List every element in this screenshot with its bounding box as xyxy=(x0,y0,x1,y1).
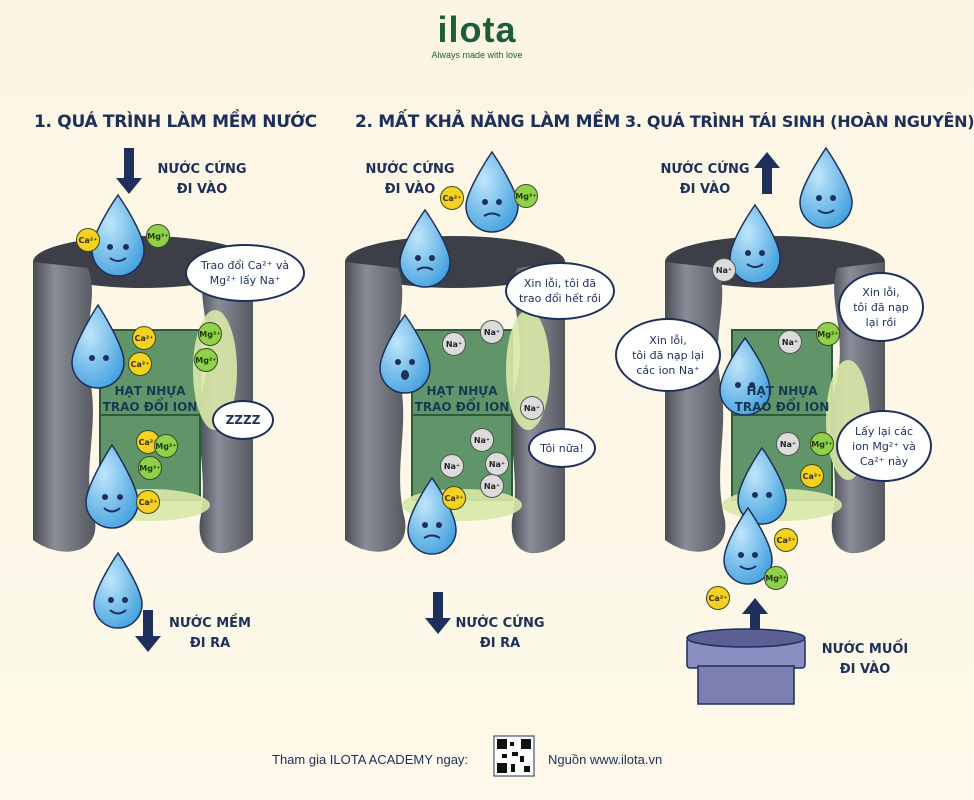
magnesium-ion: Mg²⁺ xyxy=(146,224,170,248)
footer-source-link[interactable]: Nguồn www.ilota.vn xyxy=(548,752,663,767)
panel-3-resin-label: HẠT NHỰA TRAO ĐỔI ION xyxy=(734,384,830,414)
down-arrow-icon xyxy=(425,592,451,634)
calcium-ion: Ca²⁺ xyxy=(440,186,464,210)
panel-3-outflow-label: NƯỚC MUỐI ĐI VÀO xyxy=(821,642,909,677)
magnesium-ion: Mg²⁺ xyxy=(810,432,834,456)
magnesium-ion: Mg²⁺ xyxy=(138,456,162,480)
brand-tagline: Always made with love xyxy=(431,50,523,60)
panel-2-title: 2. MẤT KHẢ NĂNG LÀM MỀM xyxy=(355,112,621,132)
panel-3-inflow-label: NƯỚC CỨNG ĐI VÀO xyxy=(660,162,750,197)
sodium-ion: Na⁺ xyxy=(778,330,802,354)
panel-1-resin-label: HẠT NHỰA TRAO ĐỔI ION xyxy=(102,384,198,414)
sodium-ion: Na⁺ xyxy=(776,432,800,456)
water-drop-icon xyxy=(799,146,853,229)
magnesium-ion: Mg²⁺ xyxy=(194,348,218,372)
calcium-ion: Ca²⁺ xyxy=(706,586,730,610)
sodium-ion: Na⁺ xyxy=(480,474,504,498)
calcium-ion: Ca²⁺ xyxy=(442,486,466,510)
panel-1-snore-bubble: ZZZZ xyxy=(212,400,274,440)
sodium-ion: Na⁺ xyxy=(485,452,509,476)
calcium-ion: Ca²⁺ xyxy=(800,464,824,488)
water-drop-icon xyxy=(399,208,451,288)
water-drop-icon xyxy=(719,336,771,416)
water-drop-icon xyxy=(407,476,457,555)
sodium-ion: Na⁺ xyxy=(440,454,464,478)
panel-3-recharged-bubble: Xin lỗi, tôi đã nạp lại rồi xyxy=(838,272,924,342)
panel-2-outflow-label: NƯỚC CỨNG ĐI RA xyxy=(455,616,545,651)
panel-2-me-too-bubble: Tôi nữa! xyxy=(528,428,596,468)
sodium-ion: Na⁺ xyxy=(712,258,736,282)
calcium-ion: Ca²⁺ xyxy=(774,528,798,552)
water-drop-icon xyxy=(723,506,773,585)
panel-1-speech-bubble: Trao đổi Ca²⁺ và Mg²⁺ lấy Na⁺ xyxy=(185,244,305,302)
panel-2-inflow-label: NƯỚC CỨNG ĐI VÀO xyxy=(365,162,455,197)
magnesium-ion: Mg²⁺ xyxy=(764,566,788,590)
brand-logo: ilota Always made with love xyxy=(0,9,954,61)
brand-name: ilota xyxy=(437,9,517,50)
sodium-ion: Na⁺ xyxy=(480,320,504,344)
down-arrow-icon xyxy=(116,148,142,194)
magnesium-ion: Mg²⁺ xyxy=(154,434,178,458)
magnesium-ion: Mg²⁺ xyxy=(198,322,222,346)
panel-3-recharged-na-bubble: Xin lỗi, tôi đã nạp lại các ion Na⁺ xyxy=(615,318,721,392)
water-drop-icon xyxy=(379,313,431,394)
calcium-ion: Ca²⁺ xyxy=(76,228,100,252)
sodium-ion: Na⁺ xyxy=(470,428,494,452)
up-arrow-icon xyxy=(742,598,768,640)
panel-1-outflow-label: NƯỚC MỀM ĐI RA xyxy=(169,616,251,651)
water-drop-icon xyxy=(91,193,145,277)
panel-1-title: 1. QUÁ TRÌNH LÀM MỀM NƯỚC xyxy=(34,112,317,132)
panel-2-resin-label: HẠT NHỰA TRAO ĐỔI ION xyxy=(414,384,510,414)
water-drop-icon xyxy=(93,551,143,629)
up-arrow-icon xyxy=(754,152,780,194)
qr-code-icon[interactable] xyxy=(493,735,535,777)
panel-1-inflow-label: NƯỚC CỨNG ĐI VÀO xyxy=(157,162,247,197)
panel-2-speech-bubble: Xin lỗi, tôi đã trao đổi hết rồi xyxy=(505,262,615,320)
water-drop-icon xyxy=(85,443,139,529)
water-drop-icon xyxy=(71,303,125,389)
sodium-ion: Na⁺ xyxy=(520,396,544,420)
water-drop-icon xyxy=(729,203,781,284)
panel-3-title: 3. QUÁ TRÌNH TÁI SINH (HOÀN NGUYÊN) xyxy=(625,112,974,131)
brine-tank xyxy=(686,628,806,705)
water-drop-icon xyxy=(465,150,519,233)
sodium-ion: Na⁺ xyxy=(442,332,466,356)
footer-join-text: Tham gia ILOTA ACADEMY ngay: xyxy=(272,752,469,767)
magnesium-ion: Mg²⁺ xyxy=(514,184,538,208)
calcium-ion: Ca²⁺ xyxy=(132,326,156,350)
panel-3-take-back-bubble: Lấy lại các ion Mg²⁺ và Ca²⁺ này xyxy=(836,410,932,482)
calcium-ion: Ca²⁺ xyxy=(136,490,160,514)
magnesium-ion: Mg²⁺ xyxy=(816,322,840,346)
water-drop-icon xyxy=(737,446,787,525)
calcium-ion: Ca²⁺ xyxy=(128,352,152,376)
down-arrow-icon xyxy=(135,610,161,652)
